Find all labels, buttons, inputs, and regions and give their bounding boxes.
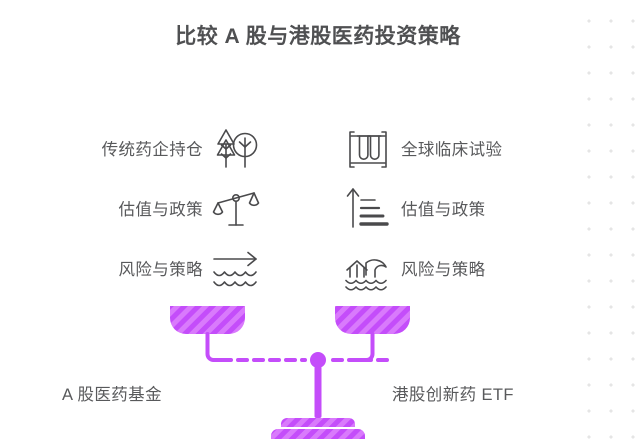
caption-left: A 股医药基金 xyxy=(62,386,162,404)
right-pan xyxy=(335,306,410,334)
left-feature-column: 传统药企持仓 估 xyxy=(36,118,260,298)
feature-label-right-0: 全球临床试验 xyxy=(401,141,503,159)
feature-label-left-0: 传统药企持仓 xyxy=(101,141,203,159)
balance-scale-graphic xyxy=(0,296,636,444)
caption-right: 港股创新药 ETF xyxy=(392,386,514,404)
right-feature-column: 全球临床试验 估值与政策 xyxy=(344,118,580,298)
page-title: 比较 A 股与港股医药投资策略 xyxy=(175,25,461,48)
feature-label-right-1: 估值与政策 xyxy=(401,201,486,219)
feature-row-left-0: 传统药企持仓 xyxy=(36,118,260,178)
scale-base-bottom xyxy=(271,429,365,439)
center-post xyxy=(314,366,322,418)
scale-base-top xyxy=(281,418,355,427)
test-tubes-icon xyxy=(344,125,392,171)
feature-row-right-1: 估值与政策 xyxy=(344,178,580,238)
left-pan xyxy=(170,306,245,334)
arrow-over-waves-icon xyxy=(212,245,260,291)
feature-label-left-1: 估值与政策 xyxy=(118,201,203,219)
feature-row-right-2: 风险与策略 xyxy=(344,238,580,298)
house-wave-icon xyxy=(344,245,392,291)
upward-arrow-bars-icon xyxy=(344,185,392,231)
feature-label-right-2: 风险与策略 xyxy=(401,261,486,279)
trees-icon xyxy=(212,125,260,171)
feature-row-left-1: 估值与政策 xyxy=(36,178,260,238)
feature-row-right-0: 全球临床试验 xyxy=(344,118,580,178)
feature-row-left-2: 风险与策略 xyxy=(36,238,260,298)
balance-scale-icon xyxy=(212,185,260,231)
feature-label-left-2: 风险与策略 xyxy=(118,261,203,279)
pivot-dot xyxy=(310,352,326,368)
